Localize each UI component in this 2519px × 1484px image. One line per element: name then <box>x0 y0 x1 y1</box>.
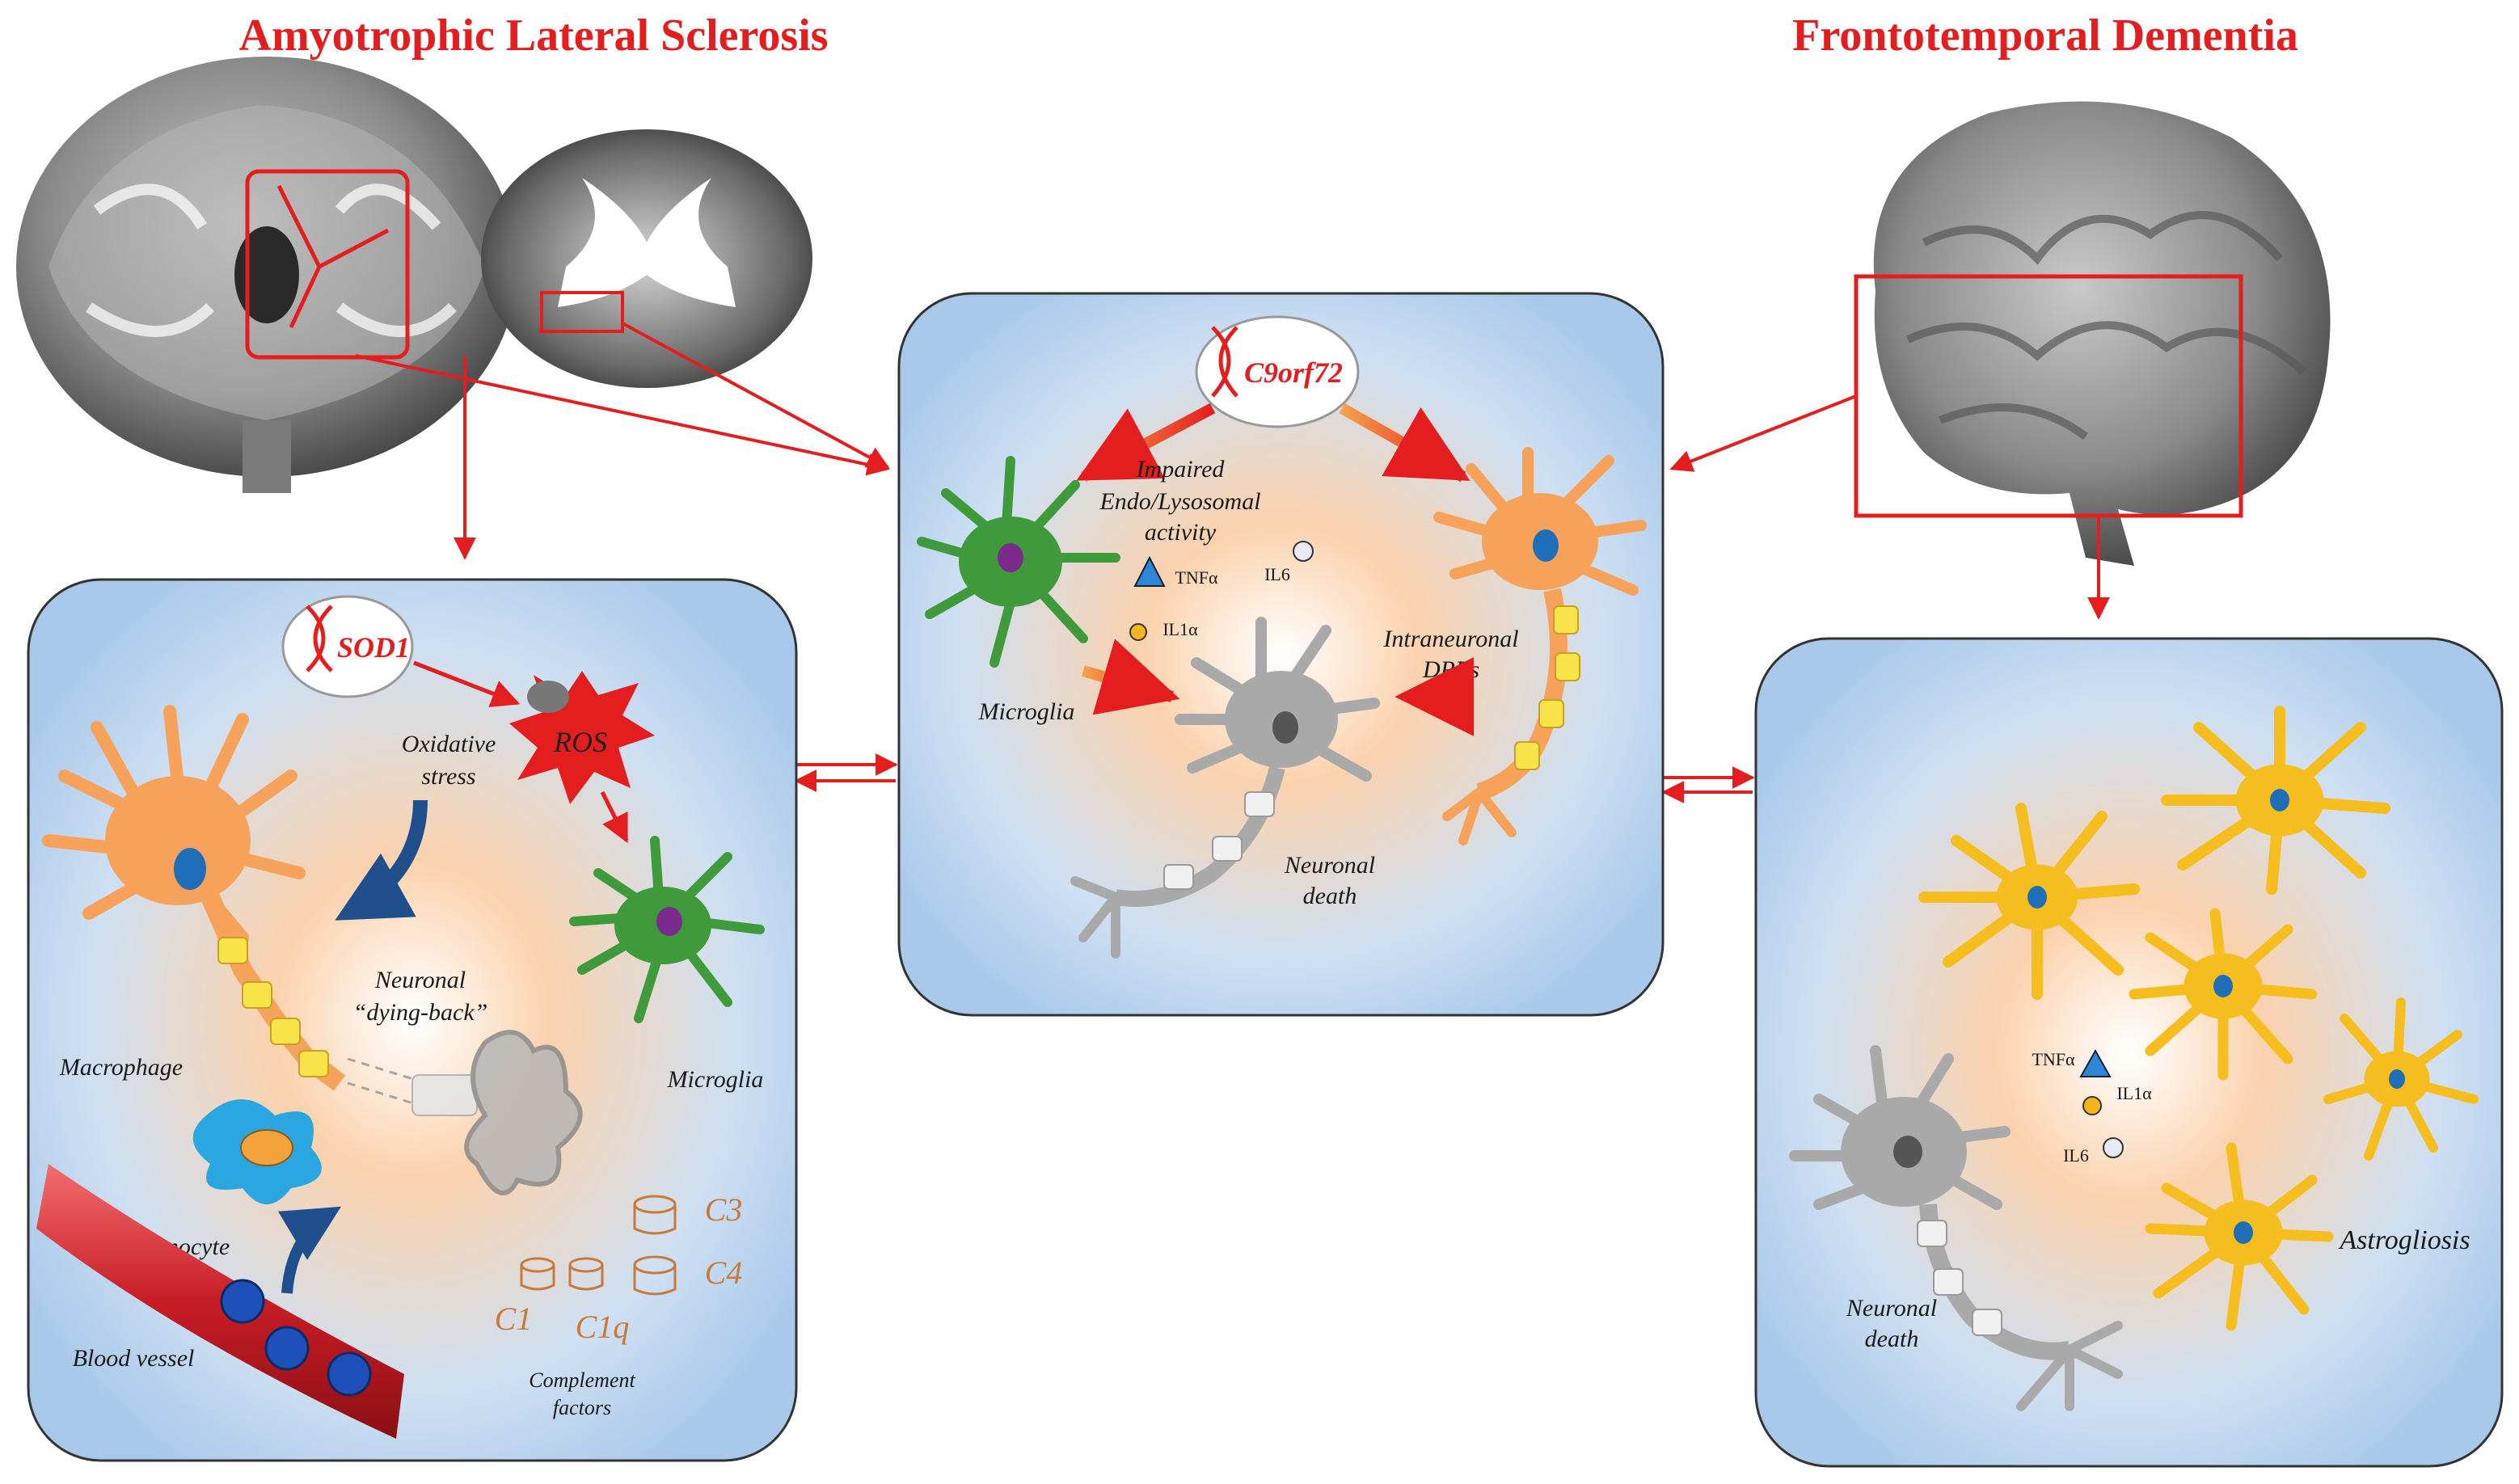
spinal-cord-image <box>481 129 812 388</box>
right-il6-label: IL6 <box>2063 1145 2089 1166</box>
macrophage-label: Macrophage <box>59 1054 183 1081</box>
il1a-circle-icon <box>1129 623 1147 641</box>
intraneuronal-label-line1: Intraneuronal <box>1382 626 1518 652</box>
right-death-label-line1: Neuronal <box>1846 1295 1937 1322</box>
sod1-gene-badge: SOD1 <box>281 595 414 698</box>
right-grey-neuron <box>1789 1045 2123 1411</box>
oxidative-stress-arrow <box>335 799 428 921</box>
center-grey-neuron <box>1070 617 1380 959</box>
center-orange-neuron <box>1433 447 1647 845</box>
impaired-label-line1: Impaired <box>1136 456 1226 483</box>
als-microglia-label: Microglia <box>667 1066 764 1093</box>
oxidative-label-line1: Oxidative <box>402 731 496 757</box>
il6-circle-icon <box>2103 1137 2124 1158</box>
monocyte-cell <box>192 1099 322 1204</box>
arrow-ftd-to-center <box>1669 394 1857 472</box>
c1-label: C1 <box>495 1301 533 1337</box>
c4-label: C4 <box>705 1254 743 1291</box>
astrogliosis-label: Astrogliosis <box>2338 1225 2470 1255</box>
als-panel: SOD1 ROS Oxidative stress Macrophage <box>27 578 798 1462</box>
als-title: Amyotrophic Lateral Sclerosis <box>239 11 829 61</box>
oxidative-label-line2: stress <box>421 763 475 790</box>
connector-arrows <box>355 322 2110 803</box>
center-microglia-label: Microglia <box>978 698 1075 725</box>
tnfa-triangle-icon <box>2079 1048 2112 1077</box>
tnfa-triangle-icon <box>1133 555 1166 587</box>
center-neuron-nucleus <box>1533 529 1559 562</box>
astrocyte-cell <box>1918 803 2140 1000</box>
right-tnfa-label: TNFα <box>2032 1049 2075 1069</box>
impaired-label-line3: activity <box>1145 519 1217 546</box>
c9orf72-panel: C9orf72 Impaired Endo/Lysosomal activity… <box>897 292 1665 1017</box>
macrophage-nucleus <box>174 848 206 890</box>
arrow-spinal-to-center <box>622 322 890 469</box>
ros-burst: ROS <box>509 671 655 804</box>
impaired-label-line2: Endo/Lysosomal <box>1099 488 1260 515</box>
complement-cylinders <box>520 1195 677 1296</box>
c9orf72-label: C9orf72 <box>1244 356 1343 389</box>
als-microglia-nucleus <box>656 907 682 936</box>
center-il6-label: IL6 <box>1264 564 1290 584</box>
center-death-label-line1: Neuronal <box>1284 852 1375 879</box>
astrocyte-cell <box>2323 997 2479 1161</box>
astrocyte-cell <box>2145 1142 2334 1331</box>
center-death-label-line2: death <box>1303 883 1357 909</box>
dna-icon <box>306 605 333 672</box>
astrocyte-cell <box>2129 908 2318 1081</box>
intraneuronal-label-line2: DRPs <box>1422 656 1479 683</box>
center-grey-nucleus <box>1272 711 1298 744</box>
astrocyte-group <box>1918 706 2479 1331</box>
right-death-label-line2: death <box>1865 1326 1919 1352</box>
complement-label-line1: Complement <box>529 1368 635 1392</box>
ftd-title: Frontotemporal Dementia <box>1792 11 2298 61</box>
center-tnfa-label: TNFα <box>1175 567 1218 588</box>
blood-vessel-label: Blood vessel <box>73 1345 195 1372</box>
cortex-highlight-box <box>245 169 410 360</box>
ftd-panel: Astrogliosis TNFα IL1α IL6 Neuronal deat… <box>1754 637 2504 1468</box>
coronal-brain-image <box>16 57 517 493</box>
astrocyte-cell <box>2161 706 2390 895</box>
c3-label: C3 <box>705 1191 743 1228</box>
complement-label-line2: factors <box>553 1396 611 1419</box>
center-il1a-label: IL1α <box>1162 619 1198 639</box>
il6-circle-icon <box>1293 541 1314 562</box>
center-microglia <box>917 456 1120 668</box>
c1q-label: C1q <box>576 1309 630 1345</box>
blood-vessel <box>36 1164 404 1439</box>
arrow-cortex-to-center <box>355 354 890 476</box>
right-il1a-label: IL1α <box>2116 1083 2152 1103</box>
il1a-circle-icon <box>2082 1096 2102 1115</box>
dying-back-label-line1: Neuronal <box>374 967 466 993</box>
dna-icon <box>1211 326 1238 398</box>
macrophage-neuron <box>42 705 346 1091</box>
als-microglia <box>569 836 765 1023</box>
dying-back-label-line2: “dying-back” <box>353 999 488 1026</box>
degenerating-neuron <box>347 1030 583 1195</box>
sod1-label: SOD1 <box>337 631 410 664</box>
ros-label: ROS <box>553 726 607 758</box>
center-microglia-nucleus <box>998 543 1023 572</box>
spinal-highlight-box <box>540 291 624 333</box>
c9orf72-gene-badge: C9orf72 <box>1195 315 1360 428</box>
lateral-brain-image <box>1854 101 2331 567</box>
right-grey-nucleus <box>1893 1136 1922 1168</box>
